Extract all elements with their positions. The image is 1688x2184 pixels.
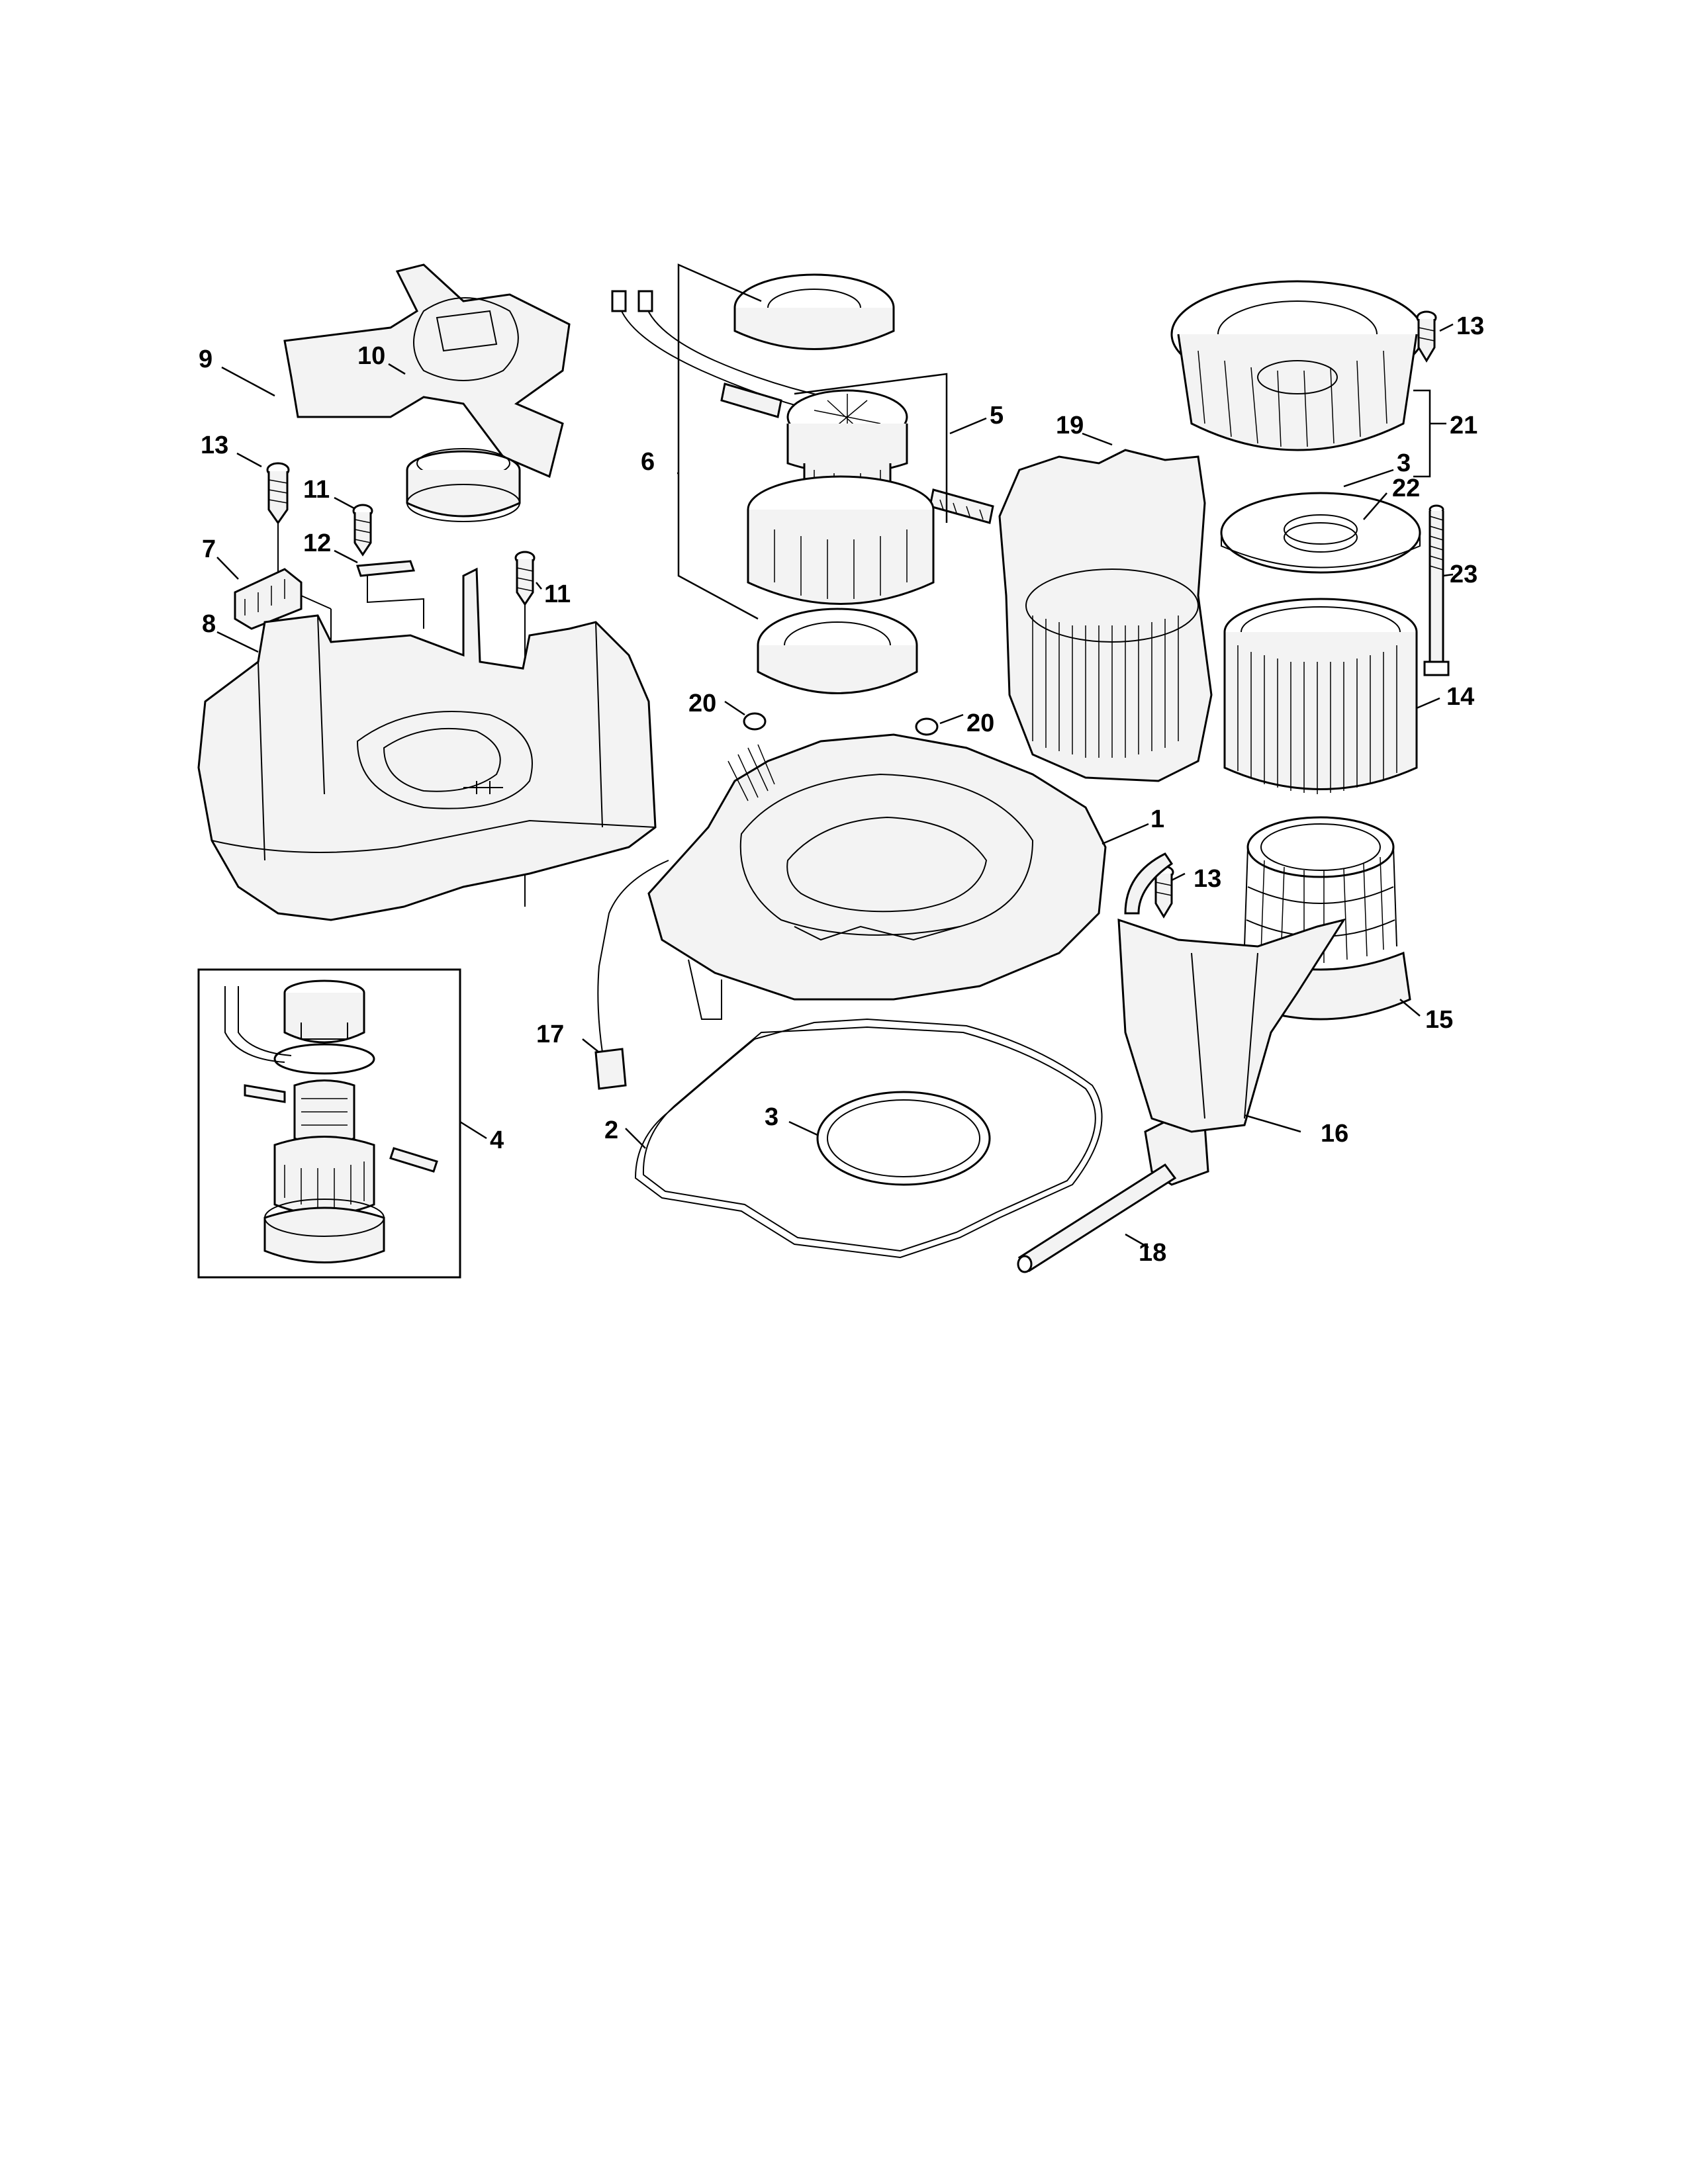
callout-16: 16: [1321, 1120, 1348, 1148]
part-2-gasket: [634, 1018, 1103, 1259]
part-12-clip: [355, 560, 424, 629]
part-11-screw-a: [352, 504, 373, 557]
leader-lines: [216, 323, 1454, 1249]
part-18-tool: [1017, 1111, 1209, 1273]
part-19-filter-bag: [998, 449, 1213, 782]
part-14-filter: [1223, 598, 1418, 794]
part-17-cord: [594, 860, 669, 1090]
part-22-seal: [1220, 492, 1421, 574]
callout-labels: 9 13 10 11 11 12 7 8 4 6 5 19 20 20 1 17…: [199, 312, 1484, 1267]
callout-6: 6: [641, 448, 655, 476]
callout-7: 7: [202, 535, 216, 563]
callout-12: 12: [303, 529, 331, 557]
callout-13: 13: [1194, 865, 1221, 893]
part-10-ring: [406, 448, 521, 522]
part-9-baffle: [283, 263, 571, 478]
callout-1: 1: [1150, 805, 1164, 833]
part-6-motor-assembly: [611, 263, 994, 694]
callout-5: 5: [990, 402, 1004, 430]
callout-13: 13: [1456, 312, 1484, 340]
callout-2: 2: [604, 1116, 618, 1144]
callout-20: 20: [966, 709, 994, 737]
callout-20: 20: [688, 690, 716, 717]
callout-8: 8: [202, 610, 216, 638]
callout-17: 17: [536, 1021, 564, 1048]
part-13-screw-right-top: [1416, 310, 1437, 363]
part-23-bolt: [1423, 504, 1450, 676]
part-20-plugs: [743, 712, 939, 736]
callout-21: 21: [1450, 412, 1477, 439]
part-3-seal-ring: [816, 1091, 991, 1186]
part-21-filter-housing: [1170, 280, 1425, 451]
callout-22: 22: [1392, 475, 1420, 502]
callout-23: 23: [1450, 561, 1477, 588]
callout-11: 11: [544, 580, 571, 608]
part-4-motor-box: [197, 968, 461, 1279]
callout-14: 14: [1446, 683, 1474, 711]
callout-11: 11: [303, 476, 330, 504]
part-1-head: [647, 733, 1107, 1020]
callout-10: 10: [357, 342, 385, 370]
callout-13: 13: [201, 432, 228, 459]
callout-3: 3: [1397, 449, 1411, 477]
part-16-deflector: [1117, 852, 1346, 1133]
callout-19: 19: [1056, 412, 1084, 439]
callout-9: 9: [199, 345, 212, 373]
part-8-housing: [197, 567, 657, 921]
callout-4: 4: [490, 1126, 504, 1154]
callout-15: 15: [1425, 1006, 1453, 1034]
callout-18: 18: [1139, 1239, 1166, 1267]
callout-3: 3: [765, 1103, 778, 1131]
